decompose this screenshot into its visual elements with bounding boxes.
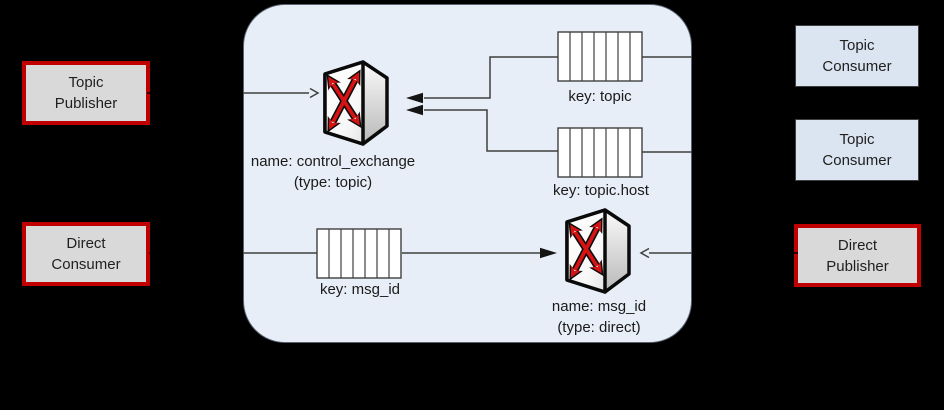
- direct-publisher-label: Direct Publisher: [826, 236, 889, 275]
- arrowhead-into-direct-consumer: [148, 248, 164, 258]
- queue-topic-label: key: topic: [568, 88, 632, 105]
- topic-exchange-label: name: control_exchange (type: topic): [233, 151, 433, 193]
- topic-publisher-box: Topic Publisher: [22, 61, 150, 125]
- topic-consumer-box-bottom: Topic Consumer: [795, 119, 919, 181]
- topic-exchange-name: name: control_exchange: [250, 153, 416, 170]
- direct-exchange-name: name: msg_id: [551, 298, 647, 315]
- topic-consumer-top-label: Topic Consumer: [822, 37, 892, 75]
- direct-exchange-label: name: msg_id (type: direct): [499, 296, 699, 338]
- topic-publisher-label: Topic Publisher: [54, 74, 118, 112]
- queue-topic-host-label: key: topic.host: [553, 182, 649, 199]
- direct-publisher-box: Direct Publisher: [794, 224, 921, 287]
- topic-consumer-bottom-label: Topic Consumer: [822, 131, 892, 169]
- direct-consumer-box: Direct Consumer: [22, 222, 150, 286]
- topic-exchange-type: (type: topic): [293, 174, 373, 191]
- direct-consumer-label: Direct Consumer: [51, 235, 121, 273]
- direct-exchange-type: (type: direct): [557, 319, 641, 336]
- queue-msg-id-label: key: msg_id: [319, 281, 401, 298]
- topic-consumer-box-top: Topic Consumer: [795, 25, 919, 87]
